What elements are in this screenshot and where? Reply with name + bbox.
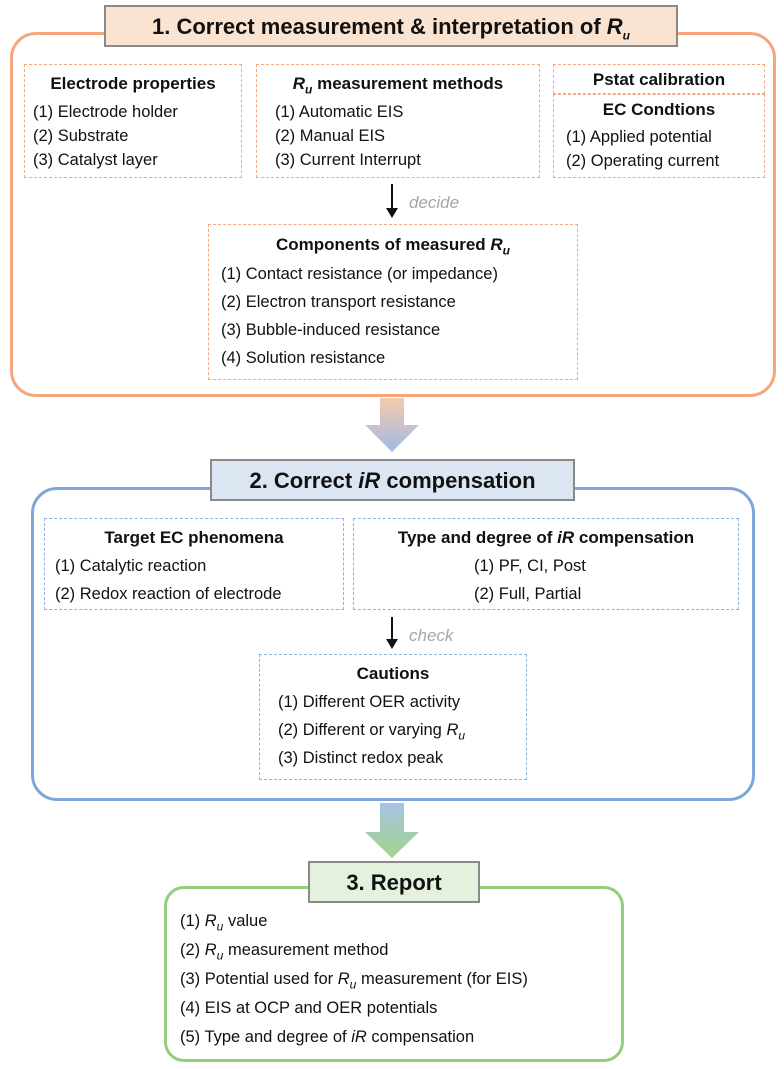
cautions-heading: Cautions (356, 664, 430, 683)
components-box: Components of measured Ru (1) Contact re… (208, 224, 578, 380)
caution-item: (2) Different or varying Ru (278, 721, 466, 743)
decide-arrow-head (386, 208, 398, 218)
components-heading: Components of measured Ru (275, 235, 511, 258)
report-item: (1) Ru value (180, 912, 268, 934)
component-item: (3) Bubble-induced resistance (221, 321, 441, 339)
type-item: (1) PF, CI, Post (474, 557, 586, 575)
type-item: (2) Full, Partial (474, 585, 582, 603)
report-item: (3) Potential used for Ru measurement (f… (180, 970, 528, 992)
method-item: (2) Manual EIS (275, 127, 386, 145)
report-item: (2) Ru measurement method (180, 941, 389, 963)
electrode-item: (3) Catalyst layer (33, 151, 158, 169)
ec-item: (1) Applied potential (566, 128, 712, 146)
ec-conditions-heading: EC Condtions (602, 100, 716, 119)
ec-item: (2) Operating current (566, 152, 720, 170)
method-item: (1) Automatic EIS (275, 103, 404, 121)
electrode-item: (1) Electrode holder (33, 103, 178, 121)
target-item: (1) Catalytic reaction (55, 557, 207, 575)
check-label: check (409, 626, 454, 645)
decide-arrow-shaft (391, 184, 393, 210)
decide-label: decide (409, 193, 460, 212)
pstat-calibration-heading: Pstat calibration (592, 70, 726, 89)
type-degree-heading: Type and degree of iR compensation (397, 528, 695, 547)
ru-methods-box: Ru measurement methods (1) Automatic EIS… (256, 64, 540, 178)
ec-conditions-box: EC Condtions (1) Applied potential (2) O… (553, 94, 765, 178)
target-phenomena-box: Target EC phenomena (1) Catalytic reacti… (44, 518, 344, 610)
report-item: (5) Type and degree of iR compensation (180, 1028, 475, 1046)
arrow-section2-to-3 (365, 803, 419, 858)
type-degree-box: Type and degree of iR compensation (1) P… (353, 518, 739, 610)
section-1-title: 1. Correct measurement & interpretation … (104, 5, 678, 47)
electrode-properties-heading: Electrode properties (50, 74, 216, 93)
section-3-title: 3. Report (308, 861, 480, 903)
electrode-item: (2) Substrate (33, 127, 129, 145)
component-item: (1) Contact resistance (or impedance) (221, 265, 498, 283)
target-phenomena-heading: Target EC phenomena (104, 528, 284, 547)
caution-item: (1) Different OER activity (278, 693, 461, 711)
caution-item: (3) Distinct redox peak (278, 749, 444, 767)
section-2-title: 2. Correct iR compensation (210, 459, 575, 501)
component-item: (4) Solution resistance (221, 349, 386, 367)
check-arrow-head (386, 639, 398, 649)
target-item: (2) Redox reaction of electrode (55, 585, 282, 603)
ru-methods-heading: Ru measurement methods (292, 74, 504, 97)
report-item: (4) EIS at OCP and OER potentials (180, 999, 438, 1017)
cautions-box: Cautions (1) Different OER activity (2) … (259, 654, 527, 780)
component-item: (2) Electron transport resistance (221, 293, 456, 311)
electrode-properties-box: Electrode properties (1) Electrode holde… (24, 64, 242, 178)
check-arrow-shaft (391, 617, 393, 641)
method-item: (3) Current Interrupt (275, 151, 421, 169)
pstat-calibration-box: Pstat calibration (553, 64, 765, 94)
arrow-section1-to-2 (365, 398, 419, 452)
